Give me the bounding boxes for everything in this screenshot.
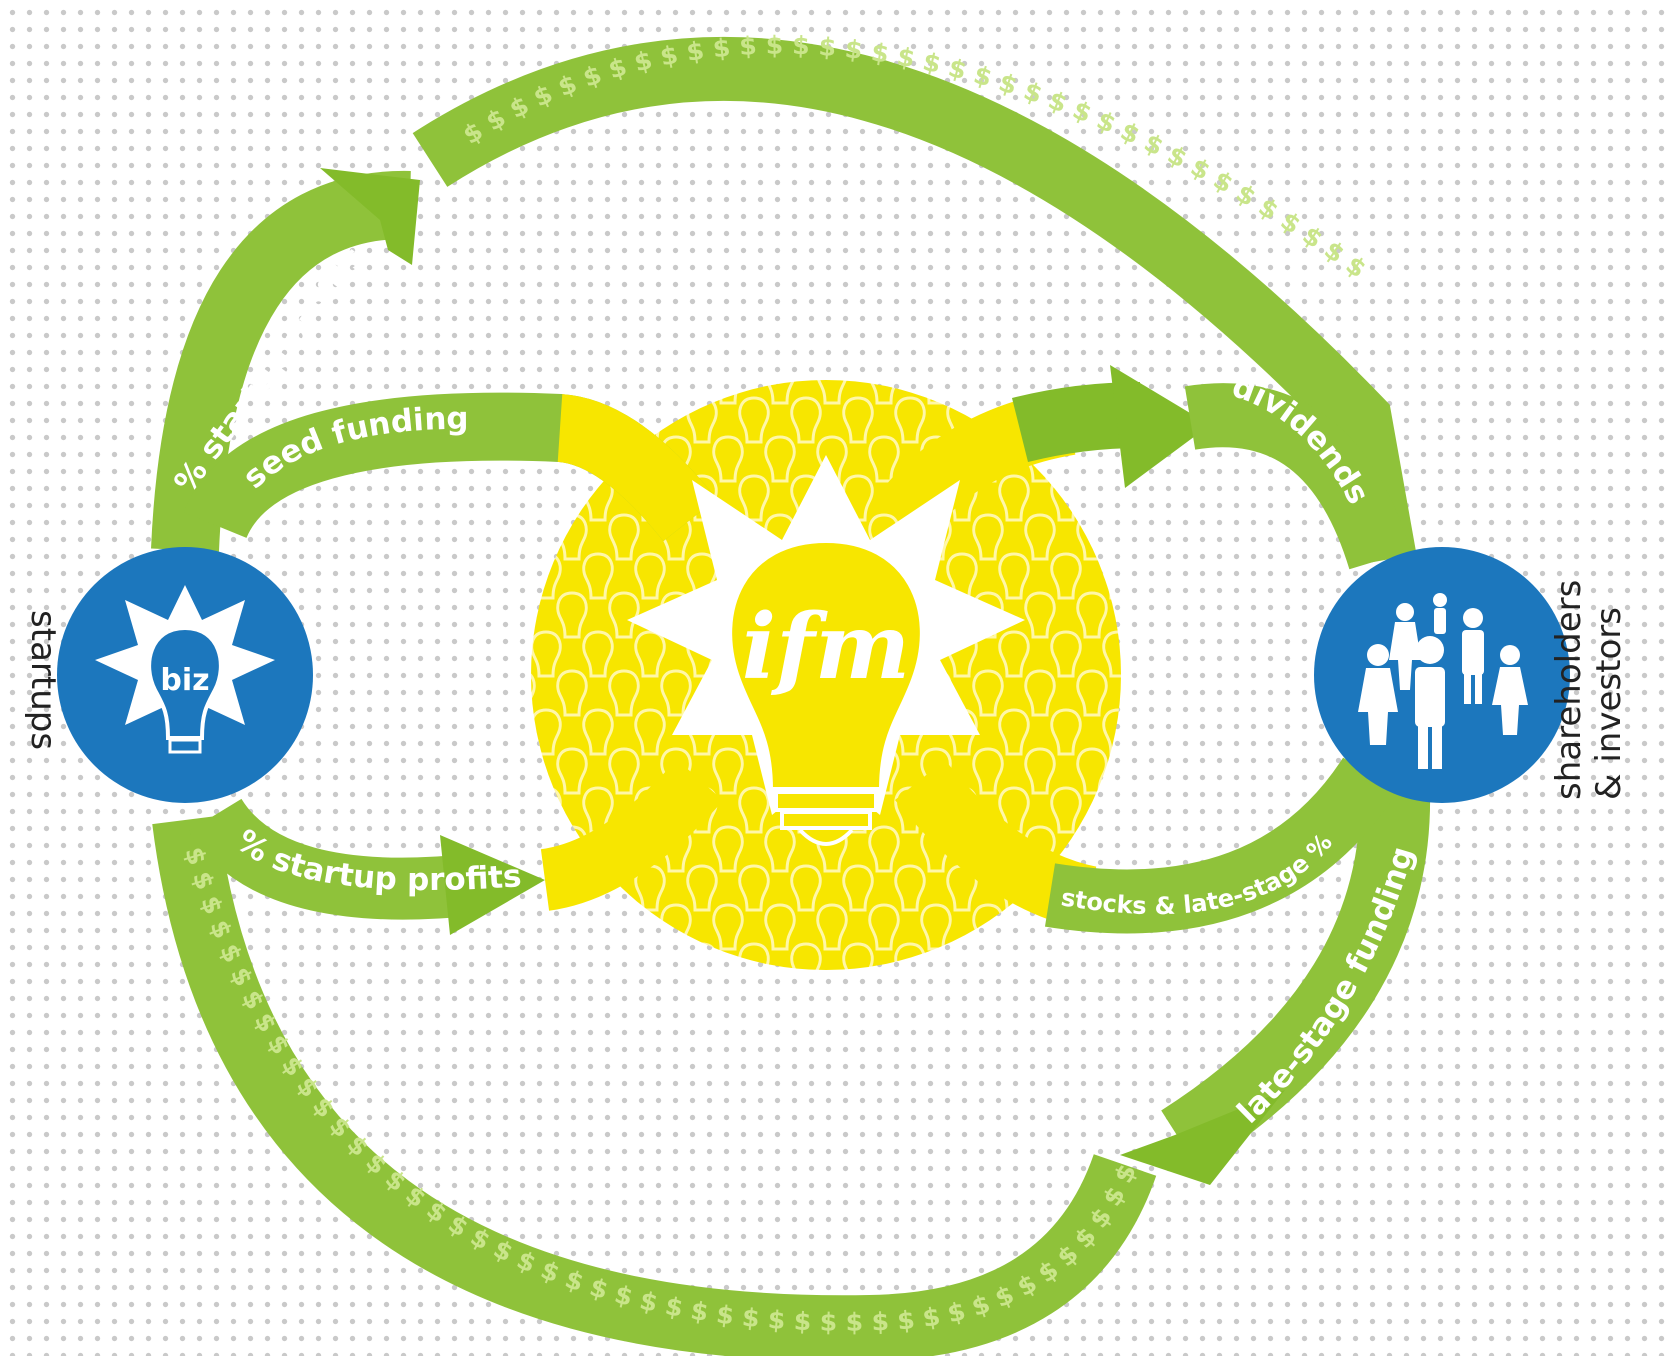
investors-caption-line1: shareholders bbox=[1549, 580, 1589, 800]
bottom-right-track bbox=[1161, 789, 1431, 1170]
bottom-left-profit-flow bbox=[188, 797, 474, 920]
investors-node bbox=[1314, 547, 1570, 803]
bottom-left-arrowhead bbox=[440, 835, 545, 935]
center-logo: ifm bbox=[742, 594, 910, 700]
outer-loop bbox=[151, 37, 1431, 1356]
top-money-track bbox=[412, 37, 1417, 566]
bottom-money-track bbox=[152, 815, 1157, 1356]
dividends-flow bbox=[1184, 383, 1411, 570]
startups-node: biz bbox=[57, 547, 313, 803]
seed-funding-flow-center bbox=[556, 394, 717, 542]
investors-caption-line2: & investors bbox=[1589, 607, 1629, 800]
bottom-outer-arrowhead bbox=[1120, 1090, 1285, 1185]
startups-bulb-base bbox=[168, 738, 202, 754]
center-bulb: ifm bbox=[627, 455, 1025, 846]
people-group-icon bbox=[1358, 593, 1528, 769]
dividends-arrowhead bbox=[1110, 365, 1210, 488]
top-outer-arrowhead bbox=[320, 168, 420, 265]
startups-badge-text: biz bbox=[160, 663, 209, 698]
bulb-base-2 bbox=[780, 810, 872, 830]
bulb-tip bbox=[798, 828, 854, 846]
lightbulb-star-icon bbox=[147, 625, 223, 740]
stocks-flow bbox=[1044, 757, 1397, 934]
bottom-left-flow-center bbox=[539, 759, 724, 911]
bulb-base-1 bbox=[774, 790, 878, 812]
inner-flows bbox=[183, 365, 1411, 935]
top-left-track bbox=[151, 170, 411, 552]
startups-caption: startups bbox=[23, 610, 63, 750]
